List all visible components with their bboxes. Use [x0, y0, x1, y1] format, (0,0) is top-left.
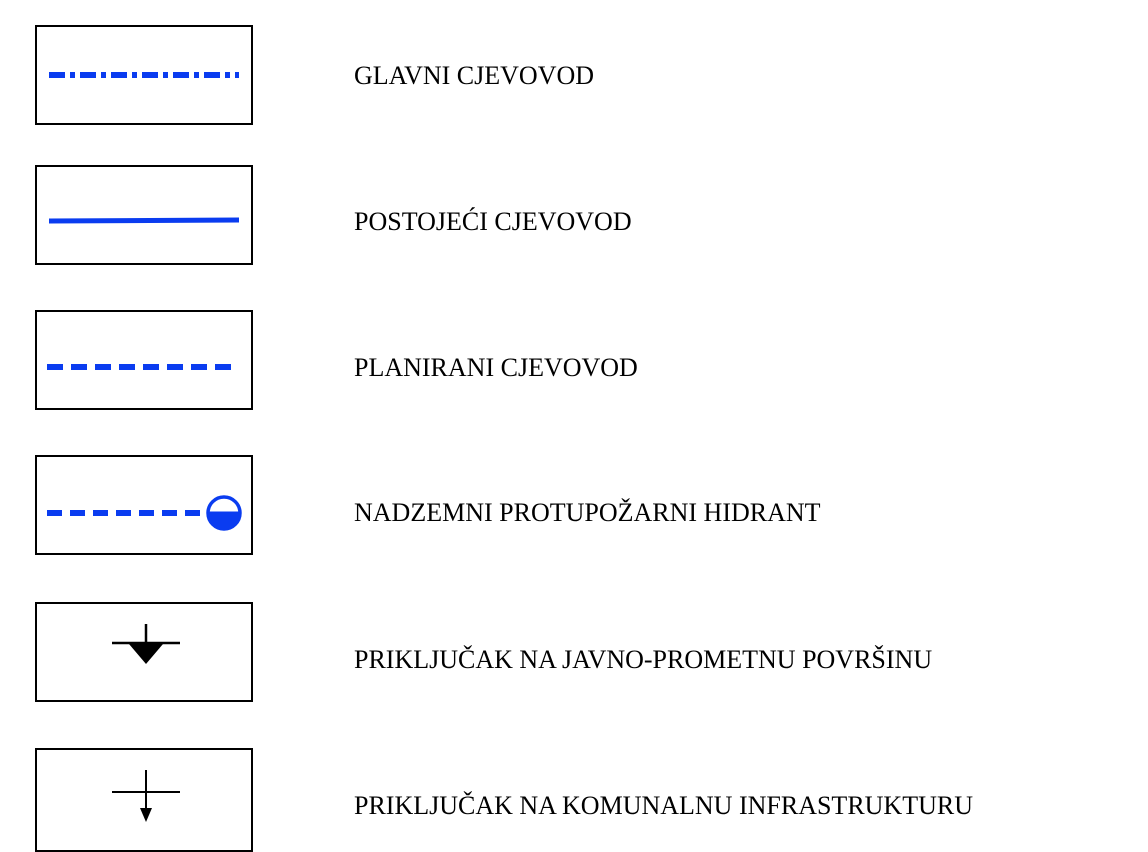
legend-row-main-pipeline: GLAVNI CJEVOVOD: [0, 0, 1148, 130]
legend-row-public-connection: PRIKLJUČAK NA JAVNO-PROMETNU POVRŠINU: [0, 0, 1148, 702]
legend-label-existing-pipeline: POSTOJEĆI CJEVOVOD: [354, 207, 632, 236]
filled-arrow-icon: [112, 624, 180, 664]
utility-connection-symbol-box: [35, 748, 253, 852]
solid-line-icon: [48, 217, 240, 224]
legend-row-planned-pipeline: PLANIRANI CJEVOVOD: [0, 0, 1148, 410]
legend-label-public-connection: PRIKLJUČAK NA JAVNO-PROMETNU POVRŠINU: [354, 645, 933, 674]
fire-hydrant-symbol-box: [35, 455, 253, 555]
legend-label-planned-pipeline: PLANIRANI CJEVOVOD: [354, 353, 638, 382]
legend-row-existing-pipeline: POSTOJEĆI CJEVOVOD: [0, 0, 1148, 265]
hydrant-icon: [47, 495, 242, 531]
main-pipeline-symbol-box: [35, 25, 253, 125]
legend-label-main-pipeline: GLAVNI CJEVOVOD: [354, 61, 595, 90]
thin-arrow-icon: [112, 770, 180, 822]
planned-pipeline-symbol-box: [35, 310, 253, 410]
existing-pipeline-symbol-box: [35, 165, 253, 265]
legend-label-utility-connection: PRIKLJUČAK NA KOMUNALNU INFRASTRUKTURU: [354, 791, 973, 820]
legend-label-fire-hydrant: NADZEMNI PROTUPOŽARNI HIDRANT: [354, 498, 821, 527]
dashed-line-icon: [47, 364, 239, 370]
dash-dot-line-icon: [49, 72, 239, 78]
legend-row-fire-hydrant: NADZEMNI PROTUPOŽARNI HIDRANT: [0, 0, 1148, 555]
public-connection-symbol-box: [35, 602, 253, 702]
